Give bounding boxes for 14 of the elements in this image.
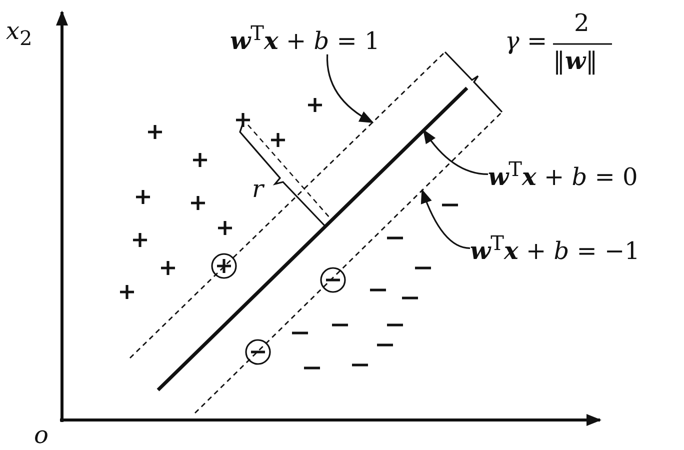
equation-label: w$^{T}$x + b = 1 [230, 22, 380, 54]
origin-label: o [34, 422, 48, 448]
leader-arrow [421, 188, 470, 249]
distance-label: r [252, 176, 264, 202]
axis-label: x$_{2}$ [6, 18, 32, 49]
positive-margin-line [130, 52, 446, 358]
equation-label: w$^{T}$x + b = 0 [488, 158, 638, 190]
decision-boundary-line [156, 86, 468, 392]
margin-label: γ = [505, 28, 548, 54]
leader-arrow [422, 129, 488, 175]
fraction-numerator: 2 [574, 10, 590, 36]
fraction-denominator: ‖w‖ [553, 48, 598, 74]
leader-arrow [326, 54, 374, 124]
equation-label: w$^{T}$x + b = −1 [470, 232, 640, 264]
